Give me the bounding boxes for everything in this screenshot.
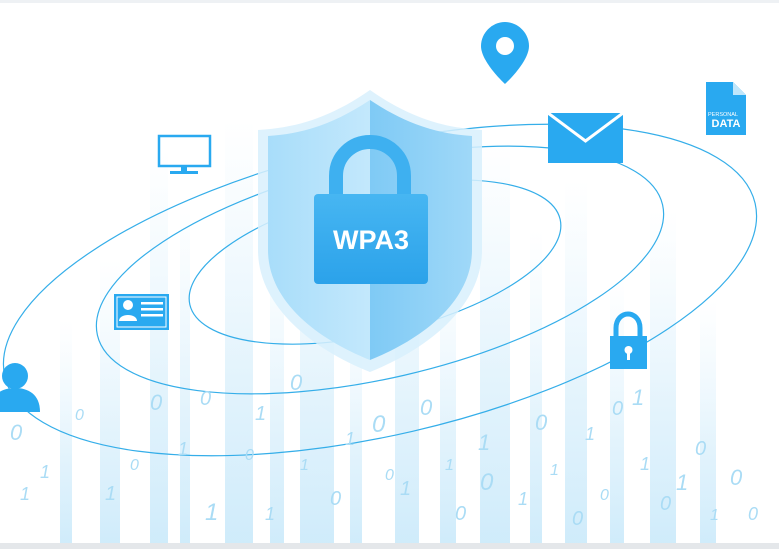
binary-digit: 1 — [632, 385, 644, 410]
monitor-icon — [157, 134, 212, 174]
binary-digit: 1 — [478, 430, 490, 455]
light-streak — [700, 300, 716, 549]
binary-digit: 0 — [730, 465, 743, 490]
binary-digit: 0 — [748, 504, 758, 524]
light-streak — [60, 320, 72, 549]
binary-digit: 1 — [710, 507, 719, 524]
binary-digit: 0 — [75, 407, 84, 424]
binary-digit: 1 — [550, 462, 559, 479]
light-streak — [180, 200, 190, 549]
binary-digit: 0 — [612, 398, 623, 420]
light-streak — [100, 260, 120, 549]
binary-digit: 1 — [178, 439, 188, 459]
binary-digit: 0 — [245, 447, 254, 464]
binary-digit: 1 — [345, 429, 355, 449]
document-label-top: PERSONAL — [708, 112, 738, 118]
binary-digit: 1 — [300, 457, 309, 474]
document-label-bottom: DATA — [712, 118, 741, 130]
light-streak — [650, 210, 676, 549]
binary-digit: 0 — [10, 420, 23, 445]
binary-digit: 1 — [400, 478, 411, 500]
light-streak — [440, 260, 456, 549]
binary-digit: 1 — [445, 457, 454, 474]
top-divider — [0, 0, 779, 3]
binary-digit: 0 — [660, 493, 671, 515]
binary-digit: 0 — [330, 488, 341, 510]
binary-digit: 0 — [420, 395, 433, 420]
light-streak — [530, 230, 542, 549]
bottom-bar — [0, 543, 779, 549]
binary-digit: 0 — [455, 503, 466, 525]
binary-digit: 0 — [200, 388, 211, 410]
binary-digit: 1 — [585, 424, 595, 444]
binary-digit: 0 — [600, 487, 609, 504]
light-streak — [150, 150, 168, 549]
location-pin-icon — [481, 22, 529, 84]
binary-digit: 1 — [105, 483, 116, 505]
binary-digit: 1 — [640, 454, 650, 474]
binary-digit: 0 — [695, 438, 706, 460]
binary-digit: 0 — [150, 390, 163, 415]
binary-digit: 1 — [255, 403, 266, 425]
binary-digit: 0 — [480, 469, 494, 496]
binary-digit: 1 — [20, 484, 30, 504]
binary-digit: 0 — [130, 457, 139, 474]
binary-digit: 0 — [535, 410, 548, 435]
id-card-icon — [114, 294, 169, 330]
binary-digit: 1 — [205, 499, 218, 526]
binary-digit: 0 — [572, 508, 583, 530]
light-streak — [270, 240, 284, 549]
wpa3-padlock-icon: WPA3 — [314, 134, 428, 284]
binary-digit: 0 — [372, 411, 386, 438]
wpa3-label: WPA3 — [333, 225, 409, 255]
padlock-icon — [610, 311, 647, 369]
binary-digit: 0 — [290, 370, 303, 395]
binary-digit: 0 — [385, 467, 394, 484]
mail-icon — [547, 111, 624, 163]
light-streak — [565, 180, 587, 549]
binary-digit: 1 — [518, 489, 528, 509]
binary-digit: 1 — [265, 504, 275, 524]
binary-digit: 1 — [676, 470, 688, 495]
light-streak — [225, 120, 253, 549]
user-icon — [0, 363, 40, 412]
document-icon: PERSONAL DATA — [706, 82, 746, 135]
binary-digit: 1 — [40, 462, 50, 482]
